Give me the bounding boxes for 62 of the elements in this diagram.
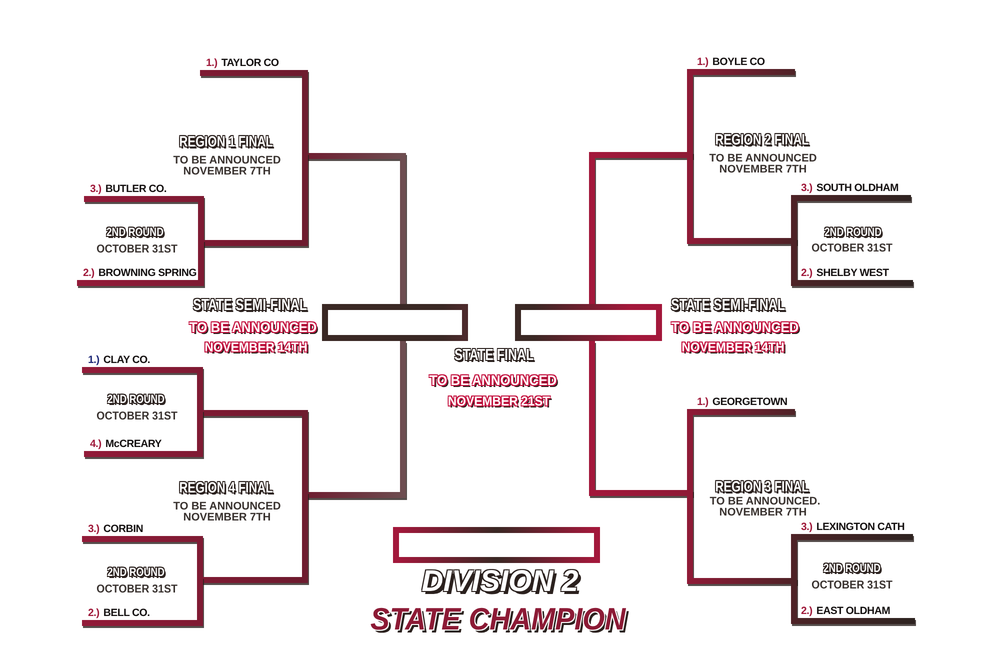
team-name: GEORGETOWN [712,396,788,408]
schedule-text: NOVEMBER 21ST [448,394,550,408]
schedule-text: OCTOBER 31ST [812,243,892,255]
round-title: REGION 4 FINAL [179,480,273,496]
round-title: REGION 2 FINAL [715,132,809,148]
schedule-text: TO BE ANNOUNCED. [710,496,820,508]
team-name: SHELBY WEST [816,267,889,279]
round-title: 2ND ROUND [107,566,165,578]
seed-number: 1.) [697,396,708,408]
seed-number: 1.) [206,57,218,69]
round-title: STATE FINAL [454,348,534,364]
schedule-text: TO BE ANNOUNCED [189,320,317,334]
seed-number: 3.) [801,182,812,194]
seed-number: 2.) [83,267,94,279]
schedule-text: TO BE ANNOUNCED [709,154,817,164]
schedule-text: TO BE ANNOUNCED [173,156,281,166]
round-title: REGION 3 FINAL [715,480,809,494]
schedule-text: NOVEMBER 14TH [682,340,784,354]
team-name: EAST OLDHAM [816,605,890,617]
round-title: REGION 1 FINAL [179,134,273,150]
schedule-text: NOVEMBER 7TH [719,508,807,518]
seed-number: 3.) [801,521,812,533]
team-name: BOYLE CO [712,56,765,68]
seed-number: 2.) [801,267,812,279]
schedule-text: OCTOBER 31ST [96,411,178,423]
team-name: BROWNING SPRING [98,267,197,279]
round-title: STATE SEMI-FINAL [193,298,307,314]
schedule-text: OCTOBER 31ST [812,580,892,592]
schedule-text: OCTOBER 31ST [96,584,178,596]
result-box [515,304,662,341]
result-box [322,304,468,341]
round-title: 2ND ROUND [107,393,165,405]
seed-number: 2.) [801,605,812,617]
team-name: McCREARY [105,438,162,450]
schedule-text: TO BE ANNOUNCED [429,373,557,387]
team-name: SOUTH OLDHAM [816,182,899,194]
team-name: CORBIN [103,523,143,535]
team-name: LEXINGTON CATH [816,521,905,533]
schedule-text: TO BE ANNOUNCED [173,502,281,512]
seed-number: 1.) [88,354,100,366]
round-title: STATE SEMI-FINAL [671,298,785,314]
team-name: CLAY CO. [103,354,150,366]
team-name: BELL CO. [103,607,150,619]
team-name: TAYLOR CO [221,57,279,69]
schedule-text: NOVEMBER 14TH [204,340,308,354]
round-title: 2ND ROUND [823,562,881,574]
seed-number: 2.) [88,607,100,619]
champion-heading: STATE CHAMPION [370,604,626,634]
round-title: 2ND ROUND [106,226,164,238]
seed-number: 4.) [90,438,102,450]
team-name: BUTLER CO. [105,183,167,195]
seed-number: 3.) [88,523,100,535]
seed-number: 3.) [90,183,102,195]
round-title: 2ND ROUND [824,226,882,238]
division-heading: DIVISION 2 [422,567,578,597]
seed-number: 1.) [697,56,708,68]
schedule-text: OCTOBER 31ST [96,244,178,256]
schedule-text: NOVEMBER 7TH [183,166,271,178]
result-box [393,527,600,563]
schedule-text: NOVEMBER 7TH [183,512,271,524]
schedule-text: NOVEMBER 7TH [719,164,807,176]
schedule-text: TO BE ANNOUNCED [671,320,799,334]
